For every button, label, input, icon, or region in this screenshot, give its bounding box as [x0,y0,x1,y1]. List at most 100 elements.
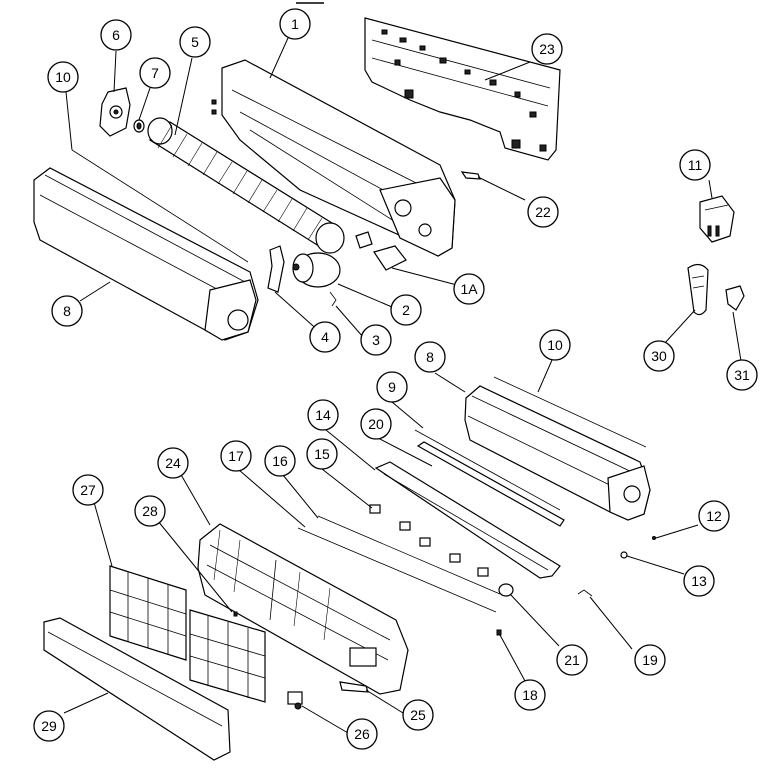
lower-panel-part [43,617,231,761]
callout-20-label: 20 [368,416,384,432]
callout-23-label: 23 [539,41,555,57]
callout-8-left-label: 8 [63,303,71,319]
callout-19-label: 19 [642,652,658,668]
leader-lines [63,37,742,734]
callout-11: 11 [679,149,711,181]
callout-28-label: 28 [142,503,158,519]
top-rod-left-part [71,149,249,263]
callout-22: 22 [527,196,559,228]
front-panel-left-part [33,167,259,341]
callout-2: 2 [390,294,422,326]
callout-3: 3 [360,324,392,356]
callout-25-label: 25 [410,707,426,723]
callout-28: 28 [134,495,166,527]
callout-7: 7 [139,57,171,89]
small-fastener-part [620,536,656,559]
callout-4: 4 [309,321,341,353]
bearing-part [133,119,145,133]
callout-11-label: 11 [688,157,703,173]
callout-15-label: 15 [314,446,330,462]
callout-12-label: 12 [706,508,722,524]
callout-31: 31 [726,359,758,391]
callout-18-label: 18 [522,687,538,703]
fan-motor-part [292,252,341,288]
callout-17: 17 [220,440,252,472]
motor-bracket-part [99,87,131,137]
callout-8-right-label: 8 [426,349,434,365]
callout-13-label: 13 [691,573,707,589]
callout-6: 6 [100,19,132,51]
callout-12: 12 [698,500,730,532]
callout-23: 23 [531,33,563,65]
callout-29-label: 29 [41,718,57,734]
control-unit-part [699,195,735,243]
sensor-part [577,589,593,597]
motor-mount-part [267,245,285,293]
callout-19: 19 [634,644,666,676]
callout-24-label: 24 [165,455,181,471]
callout-27: 27 [72,474,104,506]
callout-16-label: 16 [272,453,288,469]
remote-control-part [687,263,709,316]
callout-21: 21 [556,644,588,676]
callout-2-label: 2 [402,302,410,318]
callout-10-left-label: 10 [55,69,71,85]
callout-30-label: 30 [651,348,667,364]
callout-14: 14 [307,399,339,431]
callout-29: 29 [33,710,65,742]
control-box-part [355,231,407,271]
callout-15: 15 [306,438,338,470]
callout-10-left: 10 [47,61,79,93]
callout-1a: 1A [453,273,485,305]
callout-10-right-label: 10 [547,337,563,353]
callout-20: 20 [360,408,392,440]
front-panel-right-part [464,385,651,521]
louver-clips-part [369,504,489,577]
callout-5: 5 [179,26,211,58]
callout-1a-label: 1A [460,281,478,297]
callout-26-label: 26 [354,726,370,742]
callout-3-label: 3 [372,332,380,348]
motor-clip-part [329,291,337,307]
screw-part [496,629,502,636]
clip-28-part [233,611,238,617]
callout-26: 26 [346,718,378,750]
blower-wheel-part [147,117,345,254]
bottom-cover-part [287,681,369,710]
louver-frame-part [374,461,561,579]
vane-rod-part [297,515,501,613]
callout-1: 1 [279,8,311,40]
callout-6-label: 6 [112,27,120,43]
callout-8-right: 8 [414,341,446,373]
callout-8-left: 8 [51,295,83,327]
callout-13: 13 [683,565,715,597]
callout-7-label: 7 [151,65,159,81]
callout-1-label: 1 [291,16,299,32]
callout-9-label: 9 [388,379,396,395]
callout-17-label: 17 [228,448,244,464]
mounting-plate-part [364,17,561,161]
vane-motor-part [498,583,514,597]
front-grille-part [197,523,409,695]
top-rod-right-part [493,376,647,448]
callout-16: 16 [264,445,296,477]
callout-27-label: 27 [80,482,96,498]
callout-30: 30 [643,340,675,372]
callout-18: 18 [514,679,546,711]
callout-22-label: 22 [535,204,551,220]
callout-10-right: 10 [539,329,571,361]
remote-holder-part [725,285,745,311]
callout-9: 9 [376,371,408,403]
callout-25: 25 [402,699,434,731]
air-filter-part [109,565,266,703]
chassis-part [211,59,456,257]
louver-rod-part [414,429,565,527]
callout-4-label: 4 [321,329,329,345]
callout-31-label: 31 [734,367,750,383]
callout-5-label: 5 [191,34,199,50]
callout-24: 24 [157,447,189,479]
callout-21-label: 21 [564,652,580,668]
clip-part [460,171,481,180]
callout-14-label: 14 [315,407,331,423]
